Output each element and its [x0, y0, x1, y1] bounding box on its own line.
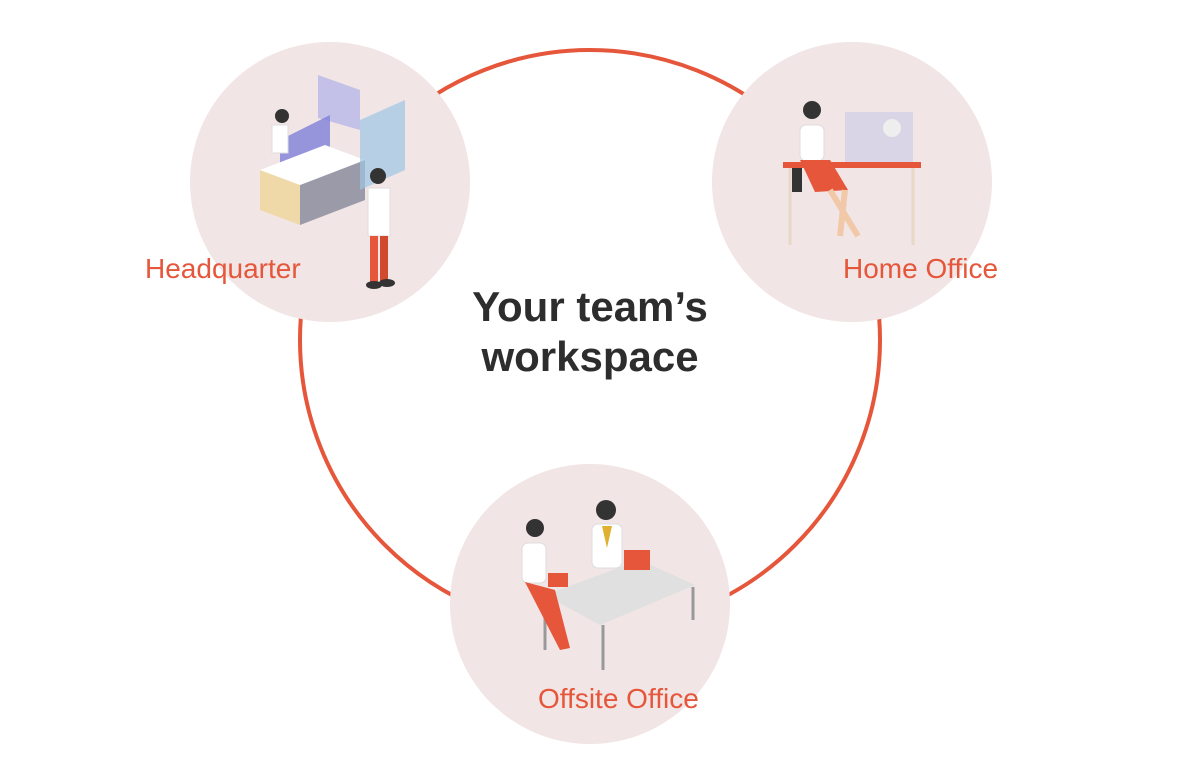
- home-office-label: Home Office: [843, 253, 999, 284]
- diagram-title: Your team’s workspace: [390, 282, 790, 382]
- offsite-office-label: Offsite Office: [538, 683, 699, 714]
- title-line-1: Your team’s: [472, 283, 708, 330]
- title-line-2: workspace: [481, 333, 699, 380]
- home-office-illustration: [783, 101, 921, 245]
- node-home-office: [712, 42, 992, 322]
- headquarter-label: Headquarter: [145, 253, 301, 284]
- offsite-office-illustration: [521, 500, 695, 670]
- headquarter-illustration: [260, 75, 405, 289]
